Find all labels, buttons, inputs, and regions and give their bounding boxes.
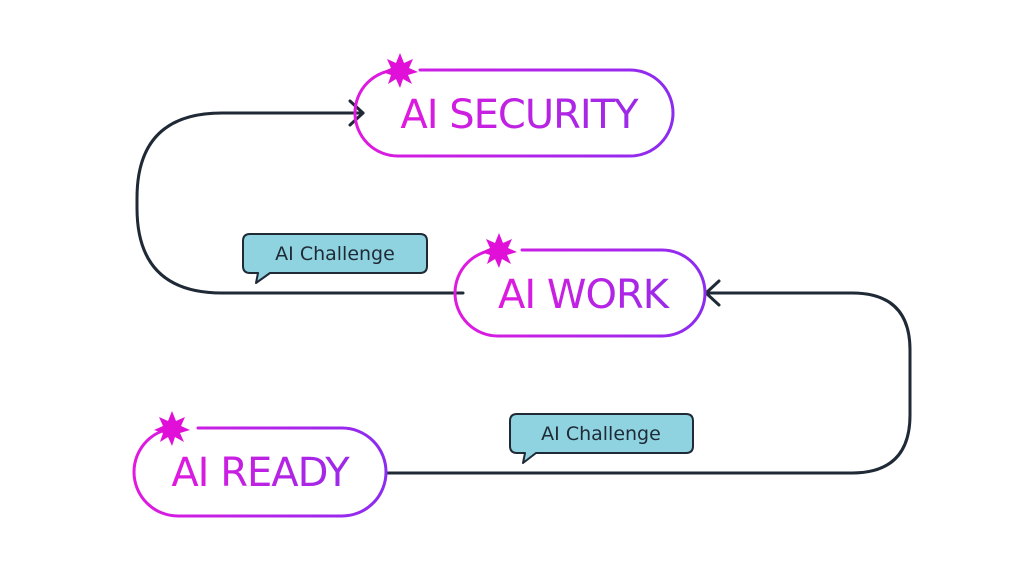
- challenge-label: AI Challenge: [275, 243, 395, 265]
- challenge-label: AI Challenge: [541, 423, 661, 445]
- sparkle-burst-icon: [481, 233, 517, 268]
- sparkle-burst-icon: [382, 53, 418, 88]
- stage-pill: [353, 68, 675, 158]
- challenge-bubble: AI Challenge: [242, 233, 428, 284]
- stage-ai-ready: AI READY: [132, 411, 388, 518]
- challenge-bubble: AI Challenge: [509, 413, 694, 464]
- stage-pill: [132, 426, 388, 518]
- stage-label: AI READY: [171, 450, 350, 496]
- stage-ai-work: AI WORK: [453, 233, 707, 338]
- sparkle-burst-icon: [154, 411, 190, 446]
- stage-label: AI WORK: [498, 272, 671, 318]
- stage-label: AI SECURITY: [400, 92, 639, 138]
- stage-pill: [453, 248, 707, 338]
- stage-ai-security: AI SECURITY: [353, 53, 675, 158]
